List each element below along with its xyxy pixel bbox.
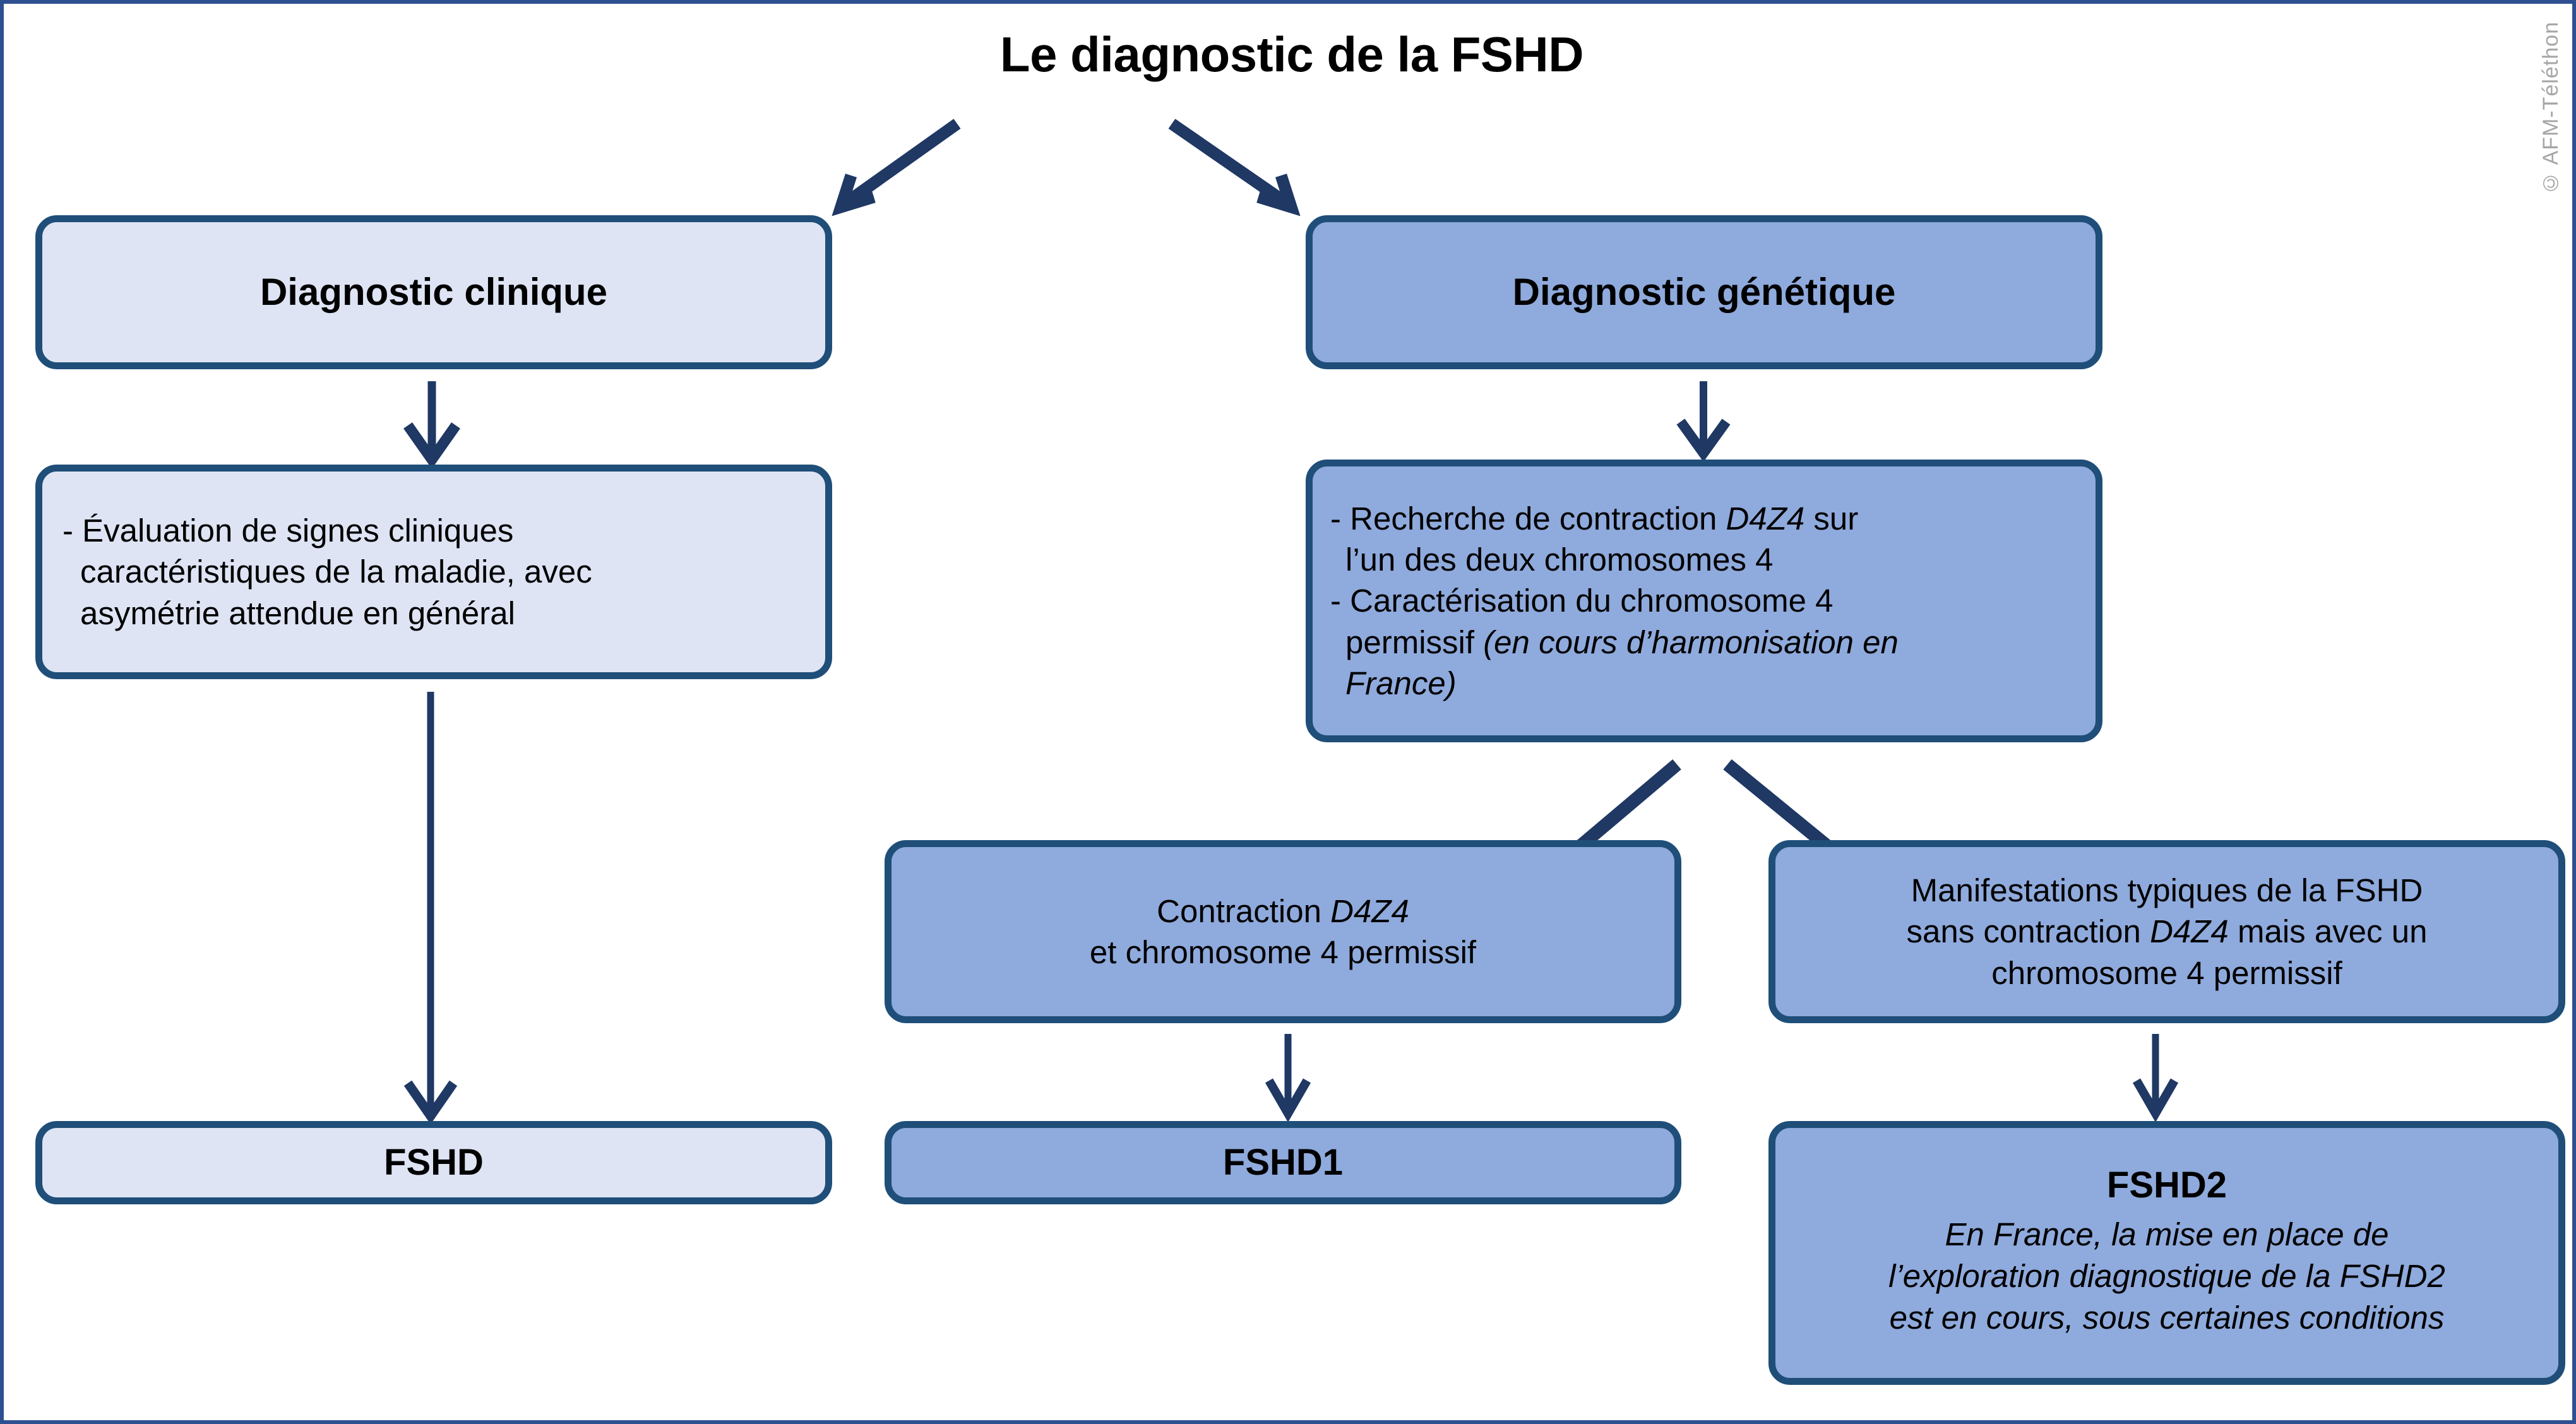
box-contraction-d4z4[interactable]: Contraction D4Z4 et chromosome 4 permiss… xyxy=(885,840,1681,1023)
criteria-line-3: asymétrie attendue en général xyxy=(80,595,515,631)
tests-line-1-gene: D4Z4 xyxy=(1726,500,1805,537)
manifestations-line-2-post: mais avec un xyxy=(2228,913,2428,950)
copyright-watermark: © AFM-Téléthon xyxy=(2539,21,2563,195)
criteria-line-1: - Évaluation de signes cliniques xyxy=(63,513,514,549)
box-fshd2-label: FSHD2 xyxy=(2106,1165,2227,1206)
tests-line-5: France) xyxy=(1345,665,1457,701)
contraction-line-1-pre: Contraction xyxy=(1157,893,1331,929)
box-recherche-genetique[interactable]: - Recherche de contraction D4Z4 sur l’un… xyxy=(1306,460,2102,742)
contraction-line-1: Contraction D4Z4 xyxy=(1157,891,1409,932)
arrow-title-to-clinical xyxy=(832,119,961,217)
tests-line-3: - Caractérisation du chromosome 4 xyxy=(1330,583,1834,619)
criteria-line-2: caractéristiques de la maladie, avec xyxy=(80,554,592,590)
box-fshd1-label: FSHD1 xyxy=(1222,1141,1344,1183)
box-fshd-label: FSHD xyxy=(384,1141,484,1183)
tests-line-4: permissif (en cours d’harmonisation en xyxy=(1330,622,2079,663)
page-title: Le diagnostic de la FSHD xyxy=(999,27,1584,82)
tests-line-1-post: sur xyxy=(1804,500,1859,537)
arrow-genetic-to-tests xyxy=(1676,381,1731,462)
tests-line-4-note: (en cours d’harmonisation en xyxy=(1483,624,1899,660)
arrow-manifestations-to-fshd2 xyxy=(2132,1034,2179,1123)
arrow-criteria-to-fshd xyxy=(403,692,458,1125)
box-diagnostic-clinique[interactable]: Diagnostic clinique xyxy=(35,215,832,369)
fshd2-note-line-1: En France, la mise en place de xyxy=(1945,1216,2389,1252)
box-evaluation-clinique[interactable]: - Évaluation de signes cliniques caracté… xyxy=(35,465,832,679)
tests-line-2: l’un des deux chromosomes 4 xyxy=(1345,542,1774,578)
box-manifestations-typiques[interactable]: Manifestations typiques de la FSHD sans … xyxy=(1768,840,2565,1023)
manifestations-line-1: Manifestations typiques de la FSHD xyxy=(1911,872,2423,909)
fshd2-note-line-2: l’exploration diagnostique de la FSHD2 xyxy=(1888,1258,2445,1295)
tests-line-4-pre: permissif xyxy=(1345,624,1484,660)
fshd2-note-line-3: est en cours, sous certaines conditions xyxy=(1889,1300,2445,1336)
manifestations-line-2: sans contraction D4Z4 mais avec un xyxy=(1907,911,2428,952)
tests-line-1-pre: - Recherche de contraction xyxy=(1330,500,1726,537)
box-fshd[interactable]: FSHD xyxy=(35,1121,832,1204)
box-fshd2[interactable]: FSHD2 En France, la mise en place de l’e… xyxy=(1768,1121,2565,1385)
box-diagnostic-genetique[interactable]: Diagnostic génétique xyxy=(1306,215,2102,369)
contraction-line-2: et chromosome 4 permissif xyxy=(1089,934,1477,970)
manifestations-line-3: chromosome 4 permissif xyxy=(1991,954,2342,991)
box-fshd1[interactable]: FSHD1 xyxy=(885,1121,1681,1204)
box-diagnostic-clinique-label: Diagnostic clinique xyxy=(259,270,608,313)
contraction-line-1-gene: D4Z4 xyxy=(1330,893,1409,929)
manifestations-line-2-gene: D4Z4 xyxy=(2150,913,2229,950)
box-diagnostic-genetique-label: Diagnostic génétique xyxy=(1512,270,1896,313)
arrow-clinical-to-criteria xyxy=(403,381,460,469)
arrow-contraction-to-fshd1 xyxy=(1265,1034,1311,1123)
tests-line-1: - Recherche de contraction D4Z4 sur xyxy=(1330,498,2079,539)
arrow-title-to-genetic xyxy=(1168,119,1301,217)
manifestations-line-2-pre: sans contraction xyxy=(1906,913,2150,950)
